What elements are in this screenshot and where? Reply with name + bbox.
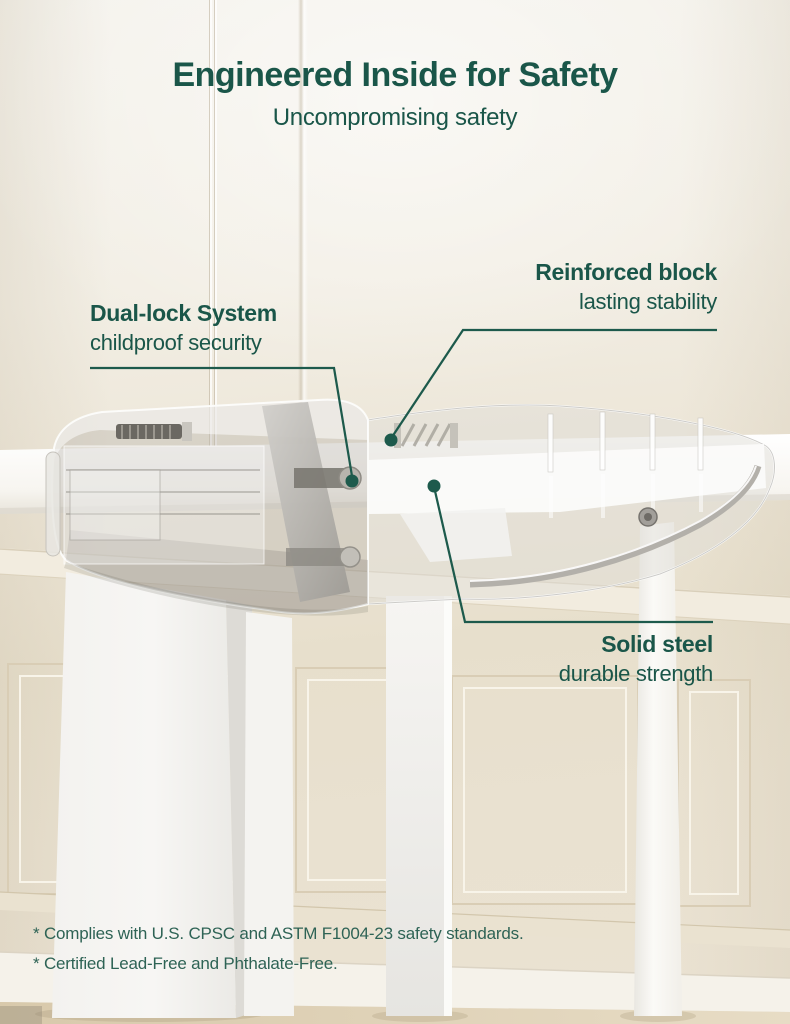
dual-lock-leader-line — [90, 366, 354, 477]
callout-solid-steel-title: Solid steel — [601, 631, 713, 657]
bolt-ribbed — [116, 422, 192, 441]
bolt-lower — [286, 546, 361, 568]
page-title: Engineered Inside for Safety — [172, 56, 618, 94]
left-pillar — [52, 572, 236, 1018]
footnote-safety-standards: * Complies with U.S. CPSC and ASTM F1004… — [33, 924, 524, 943]
reinforced-dot — [384, 433, 398, 447]
reinforced-leader-line — [391, 328, 717, 438]
callout-reinforced-block: Reinforced block lasting stability — [535, 257, 717, 316]
callout-dual-lock: Dual-lock System childproof security — [90, 298, 277, 357]
callout-solid-steel: Solid steel durable strength — [558, 629, 714, 688]
callout-reinforced-block-subtitle: lasting stability — [579, 289, 717, 314]
dual-lock-dot — [345, 474, 359, 488]
solid-steel-dot — [427, 479, 441, 493]
callout-lines — [90, 328, 717, 624]
frame-tube — [469, 464, 762, 588]
housing-slats — [547, 411, 704, 473]
callout-dots — [345, 433, 441, 493]
callout-reinforced-block-title: Reinforced block — [535, 259, 717, 285]
transparent-latch-housing — [45, 398, 776, 616]
steel-bar — [368, 444, 766, 514]
footnotes: * Complies with U.S. CPSC and ASTM F1004… — [33, 919, 524, 979]
wall-panel-seam — [209, 0, 219, 448]
gate-posts — [52, 522, 682, 1018]
wall-panel-seam — [298, 0, 308, 444]
solid-steel-leader-line — [433, 490, 713, 624]
callout-dual-lock-subtitle: childproof security — [90, 330, 262, 355]
callout-dual-lock-title: Dual-lock System — [90, 300, 277, 326]
spring — [400, 423, 452, 447]
page-subtitle: Uncompromising safety — [272, 104, 518, 131]
housing-end-cap — [45, 451, 61, 557]
right-post — [634, 522, 682, 1016]
footnote-lead-free: * Certified Lead-Free and Phthalate-Free… — [33, 954, 338, 973]
lock-box — [69, 469, 161, 541]
callout-solid-steel-subtitle: durable strength — [558, 661, 714, 686]
middle-post — [386, 596, 452, 1016]
gate-slat — [244, 612, 294, 1016]
